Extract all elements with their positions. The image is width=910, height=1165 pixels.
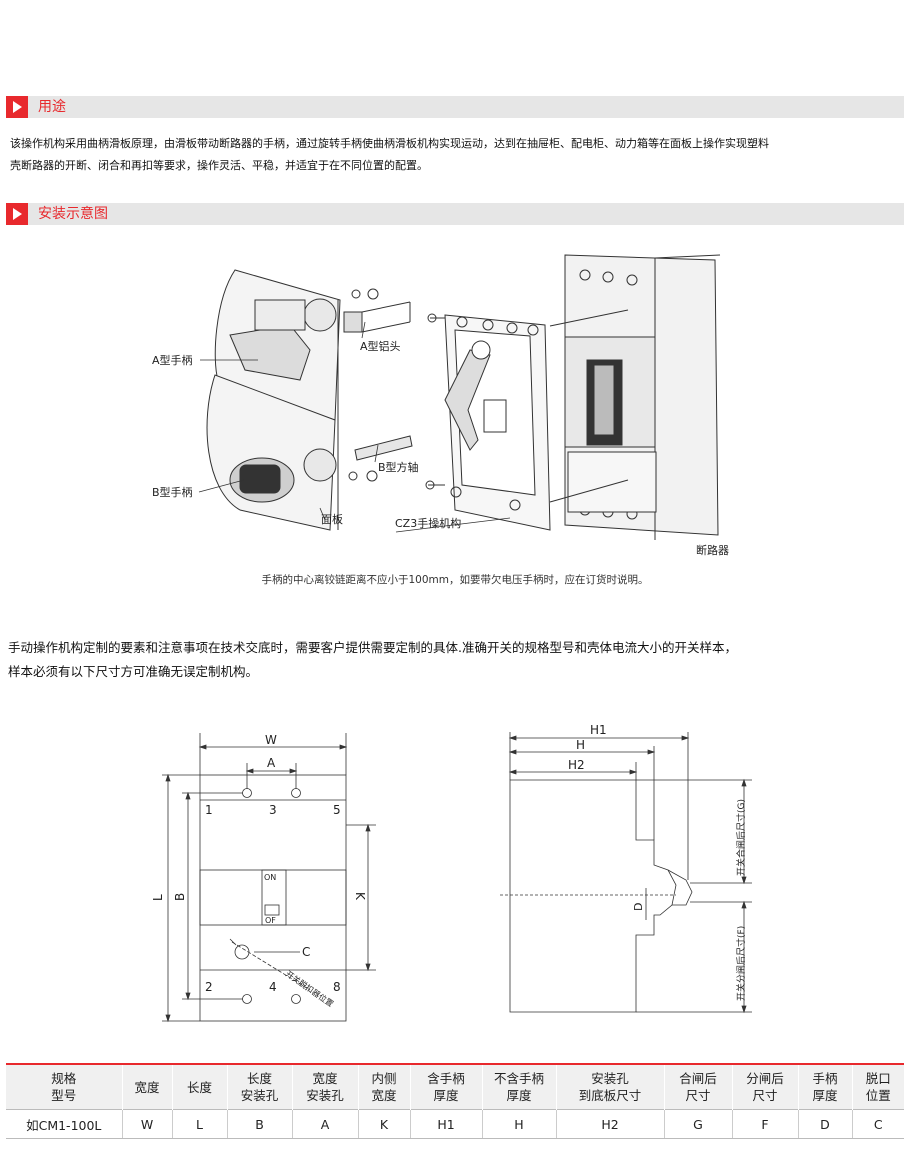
terminal-top-1: 1: [205, 803, 213, 817]
usage-paragraph: 该操作机构采用曲柄滑板原理，由滑板带动断路器的手柄，通过旋转手柄使曲柄滑板机构实…: [10, 133, 769, 177]
play-triangle-icon: [6, 96, 28, 118]
section-header-usage: 用途: [6, 96, 904, 118]
label-breaker: 断路器: [696, 543, 729, 557]
terminal-top-5: 5: [333, 803, 341, 817]
label-open-size-f: 开关分闸后尺寸(F): [735, 926, 747, 1001]
usage-line-2: 壳断路器的开断、闭合和再扣等要求，操作灵活、平稳，并适宜于在不同位置的配置。: [10, 159, 428, 172]
terminal-bottom-4: 4: [269, 980, 277, 994]
front-view-drawing: W A L B K C 1 3 5 2 4 8 ON OF 开关脱扣器位置: [151, 733, 376, 1023]
dim-a-label: A: [267, 756, 276, 770]
spec-cell: H1: [409, 1109, 482, 1139]
spec-header-cell: 宽度: [121, 1063, 172, 1110]
terminal-bottom-8: 8: [333, 980, 341, 994]
switch-off-label: OF: [265, 916, 276, 925]
label-cz3-mechanism: CZ3手操机构: [395, 516, 461, 530]
terminal-top-3: 3: [269, 803, 277, 817]
spec-cell: L: [171, 1109, 227, 1139]
installation-diagram: A型手柄 A型铝头 B型手柄 B型方轴 面板 CZ3手操机构 断路器: [152, 254, 729, 557]
dim-d-label: D: [632, 903, 645, 911]
dim-h-label: H: [576, 738, 585, 752]
usage-line-1: 该操作机构采用曲柄滑板原理，由滑板带动断路器的手柄，通过旋转手柄使曲柄滑板机构实…: [10, 137, 769, 150]
dim-b-label: B: [173, 893, 187, 901]
spec-cell-model: 如CM1-100L: [6, 1109, 122, 1139]
spec-cell: W: [121, 1109, 172, 1139]
spec-header-cell: 手柄厚度: [797, 1063, 852, 1110]
section-header-install: 安装示意图: [6, 203, 904, 225]
spec-header-cell: 规格型号: [6, 1063, 122, 1110]
custom-line-2: 样本必须有以下尺寸方可准确无误定制机构。: [8, 664, 259, 679]
label-close-size-g: 开关合闸后尺寸(G): [735, 799, 747, 876]
side-body-outline: [509, 779, 677, 1013]
switch-on-label: ON: [264, 873, 276, 882]
spec-cell: A: [291, 1109, 358, 1139]
spec-table-header-row: 规格型号 宽度 长度 长度安装孔 宽度安装孔 内侧宽度 含手柄厚度 不含手柄厚度…: [6, 1063, 904, 1110]
label-b-handle: B型手柄: [152, 485, 193, 499]
table-row: 如CM1-100L W L B A K H1 H H2 G F D C: [6, 1109, 904, 1139]
spec-cell: H: [481, 1109, 556, 1139]
label-a-aluminum-head: A型铝头: [360, 339, 401, 353]
dim-w-label: W: [265, 733, 277, 747]
spec-header-cell: 内侧宽度: [357, 1063, 410, 1110]
side-view-drawing: H1 H H2 D 开关合闸后尺寸(G) 开关分闸后尺寸(F): [500, 723, 752, 1014]
spec-header-cell: 脱口位置: [851, 1063, 904, 1110]
custom-paragraph: 手动操作机构定制的要素和注意事项在技术交底时，需要客户提供需要定制的具体.准确开…: [8, 636, 737, 684]
terminal-bottom-2: 2: [205, 980, 213, 994]
spec-header-cell: 分闸后尺寸: [731, 1063, 798, 1110]
dim-k-label: K: [353, 892, 367, 901]
spec-header-cell: 含手柄厚度: [409, 1063, 482, 1110]
spec-header-cell: 合闸后尺寸: [663, 1063, 732, 1110]
section-title-usage: 用途: [38, 99, 66, 115]
spec-cell: H2: [555, 1109, 664, 1139]
label-a-handle: A型手柄: [152, 353, 193, 367]
spec-cell: K: [357, 1109, 410, 1139]
spec-cell: C: [851, 1109, 904, 1139]
dim-c-label: C: [302, 945, 310, 959]
label-panel: 面板: [321, 512, 343, 526]
spec-header-cell: 安装孔到底板尺寸: [555, 1063, 664, 1110]
play-triangle-icon: [6, 203, 28, 225]
spec-header-cell: 长度: [171, 1063, 227, 1110]
dim-h2-label: H2: [568, 758, 585, 772]
custom-line-1: 手动操作机构定制的要素和注意事项在技术交底时，需要客户提供需要定制的具体.准确开…: [8, 640, 737, 655]
label-b-square-shaft: B型方轴: [378, 460, 419, 474]
install-caption: 手柄的中心离铰链距离不应小于100mm，如要带欠电压手柄时，应在订货时说明。: [261, 574, 649, 586]
trip-position-label: 开关脱扣器位置: [284, 968, 336, 1008]
spec-cell: F: [731, 1109, 798, 1139]
dim-l-label: L: [151, 894, 165, 901]
spec-header-cell: 宽度安装孔: [291, 1063, 358, 1110]
spec-cell: B: [226, 1109, 292, 1139]
spec-cell: G: [663, 1109, 732, 1139]
spec-header-cell: 长度安装孔: [226, 1063, 292, 1110]
spec-table: 规格型号 宽度 长度 长度安装孔 宽度安装孔 内侧宽度 含手柄厚度 不含手柄厚度…: [6, 1063, 904, 1139]
spec-cell: D: [797, 1109, 852, 1139]
dim-h1-label: H1: [590, 723, 607, 737]
spec-header-cell: 不含手柄厚度: [481, 1063, 556, 1110]
section-title-install: 安装示意图: [38, 206, 108, 222]
